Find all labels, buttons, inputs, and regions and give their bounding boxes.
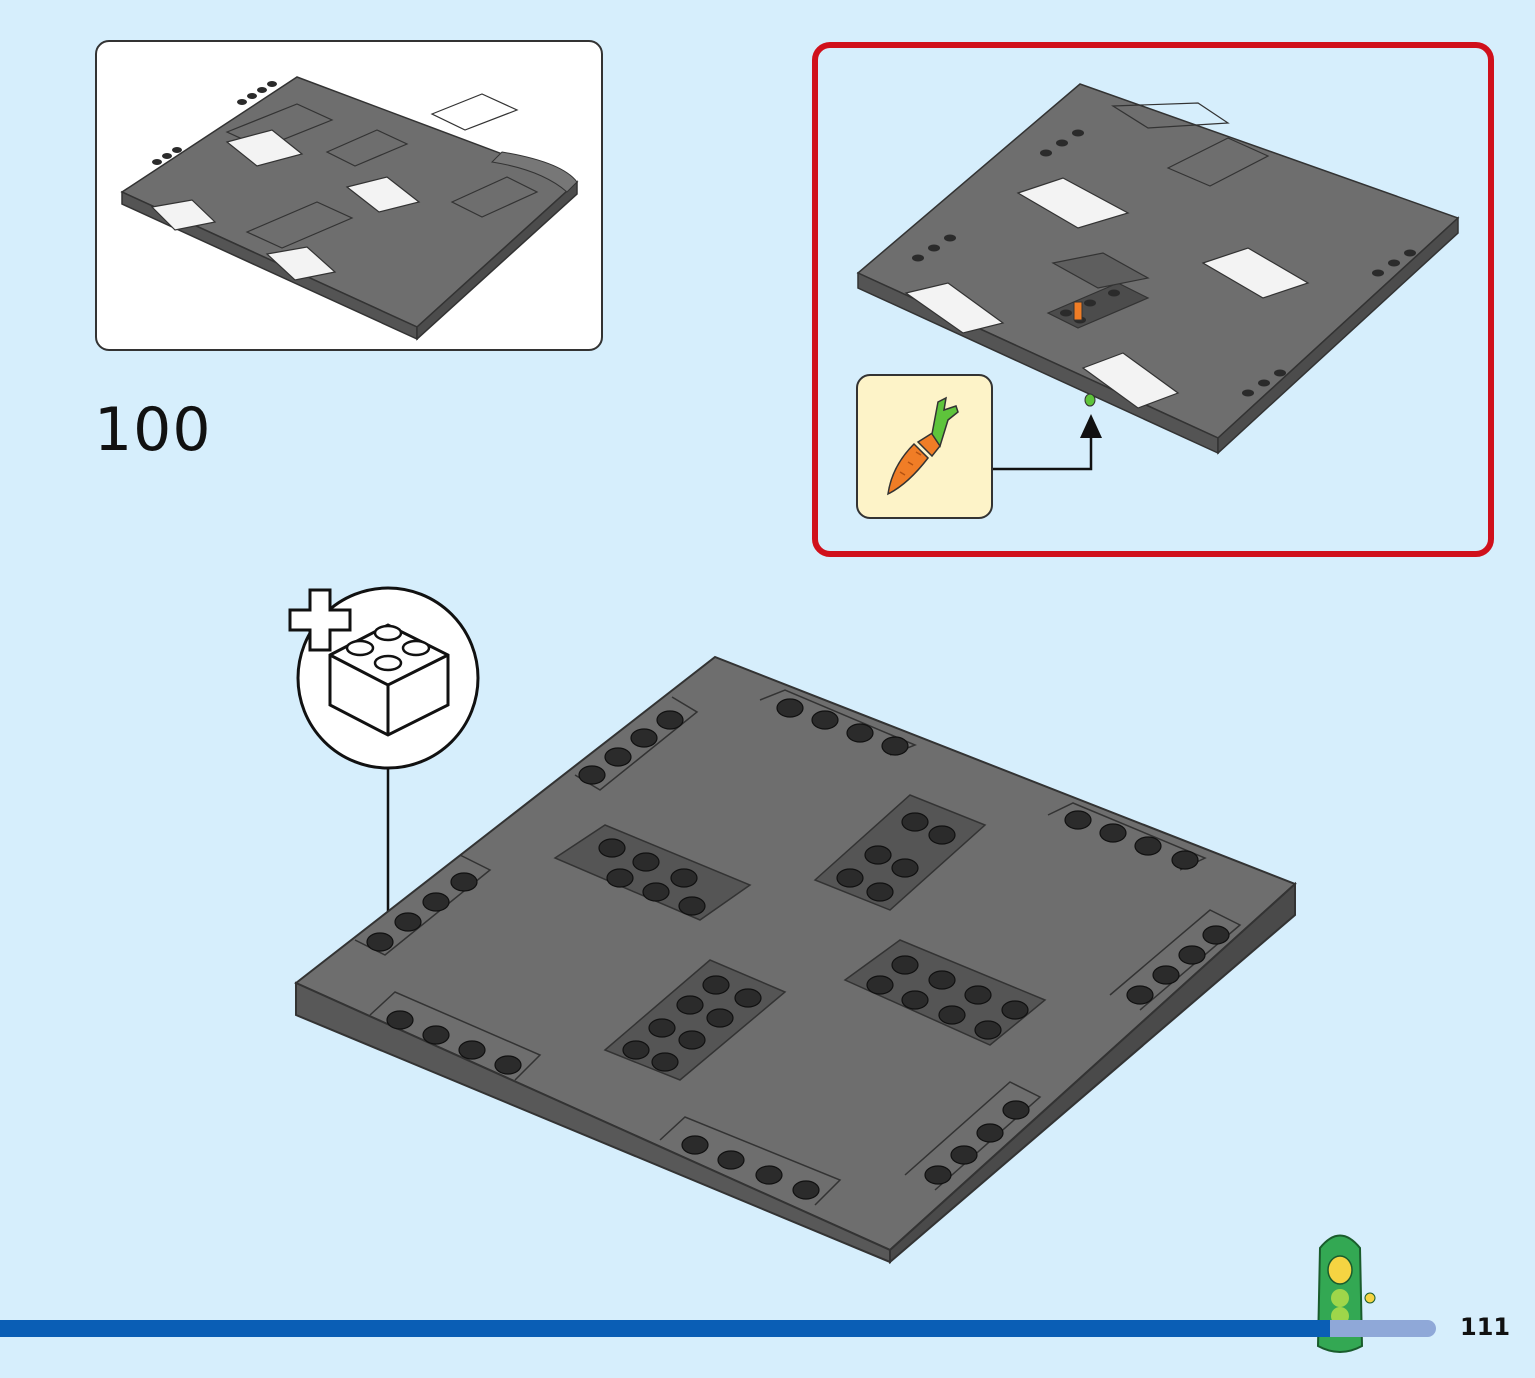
arrow-up-icon [1080, 414, 1102, 438]
road-plate [294, 655, 1297, 1265]
previous-model-panel [95, 40, 603, 351]
add-bag-icon [288, 586, 480, 924]
footer-bar [0, 1320, 1330, 1337]
pea-pod-minifigure [1316, 1234, 1376, 1353]
carrot-callout-panel [812, 42, 1494, 557]
main-build-illustration [288, 586, 1297, 1265]
page-number: 111 [1460, 1313, 1511, 1341]
callout-illustration [856, 83, 1460, 471]
step-number: 100 [94, 395, 212, 465]
footer-bar-end [1330, 1320, 1436, 1337]
carrot-part-swatch [856, 374, 993, 519]
carrot-icon [887, 396, 959, 496]
previous-model-illustration [120, 76, 579, 341]
